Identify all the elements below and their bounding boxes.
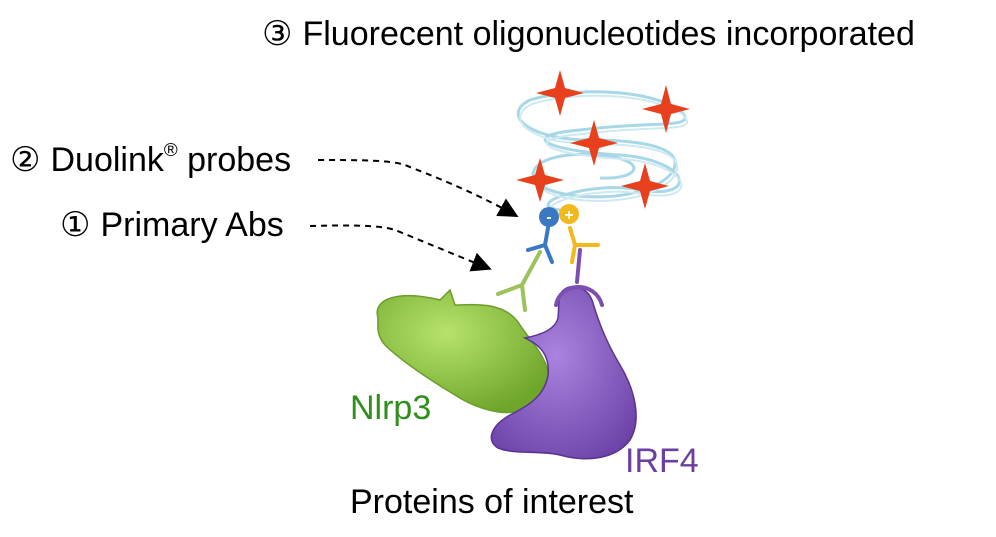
registered-mark: ® [163, 139, 178, 160]
step2-suffix: probes [187, 141, 292, 179]
probe-plus-sign: + [564, 207, 573, 224]
arrow-primary-abs [309, 224, 492, 272]
step1-text: Primary Abs [100, 206, 284, 244]
proteins-caption: Proteins of interest [350, 483, 634, 521]
fluorescent-star-icon [516, 70, 690, 209]
step1-number: ① [60, 206, 91, 244]
probe-minus-sign: - [546, 209, 551, 226]
nlrp3-label: Nlrp3 [350, 389, 432, 427]
irf4-protein-shape [490, 285, 637, 460]
arrow-duolink-probes [317, 159, 519, 217]
step2-number: ② [10, 141, 41, 179]
duolink-probe-minus: - [526, 207, 559, 264]
step2-text: Duolink [50, 141, 164, 179]
step3-number: ③ [262, 15, 293, 53]
step3-text: Fluorecent oligonucleotides incorporated [302, 15, 915, 53]
primary-antibody-green [496, 250, 542, 312]
primary-antibody-purple [554, 248, 604, 307]
duolink-probe-plus: + [559, 204, 600, 264]
irf4-label: IRF4 [625, 442, 699, 480]
